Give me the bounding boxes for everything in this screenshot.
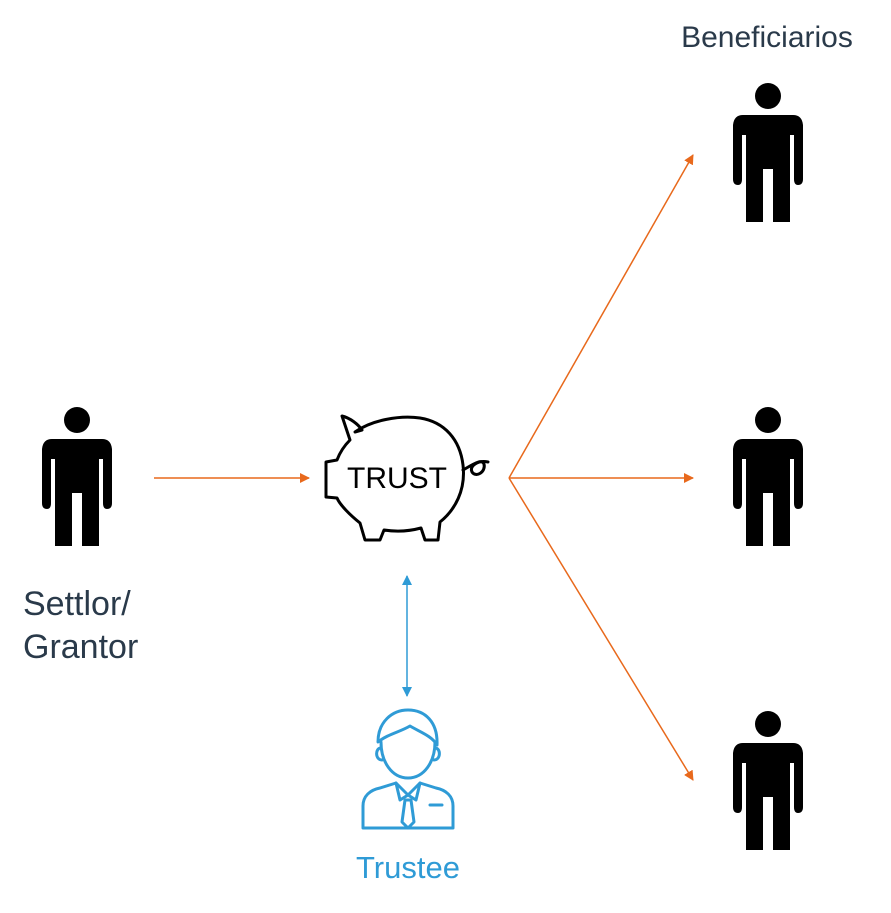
beneficiary-person-icon-3 [733, 711, 803, 850]
piggy-bank-icon [324, 414, 490, 542]
trust-to-beneficiary-3-arrow [508, 477, 694, 781]
beneficiary-person-icon-1 [733, 83, 803, 222]
trustee-icon [361, 708, 455, 830]
trust-label: TRUST [347, 462, 447, 495]
trust-to-beneficiary-1-arrow [508, 154, 694, 479]
beneficiary-person-icon-2 [733, 407, 803, 546]
settlor-person-icon [42, 407, 112, 546]
trustee-label: Trustee [356, 850, 460, 885]
beneficiaries-label: Beneficiarios [681, 21, 853, 54]
settlor-label-line1: Settlor/ [23, 585, 131, 623]
settlor-label-line2: Grantor [23, 628, 138, 666]
